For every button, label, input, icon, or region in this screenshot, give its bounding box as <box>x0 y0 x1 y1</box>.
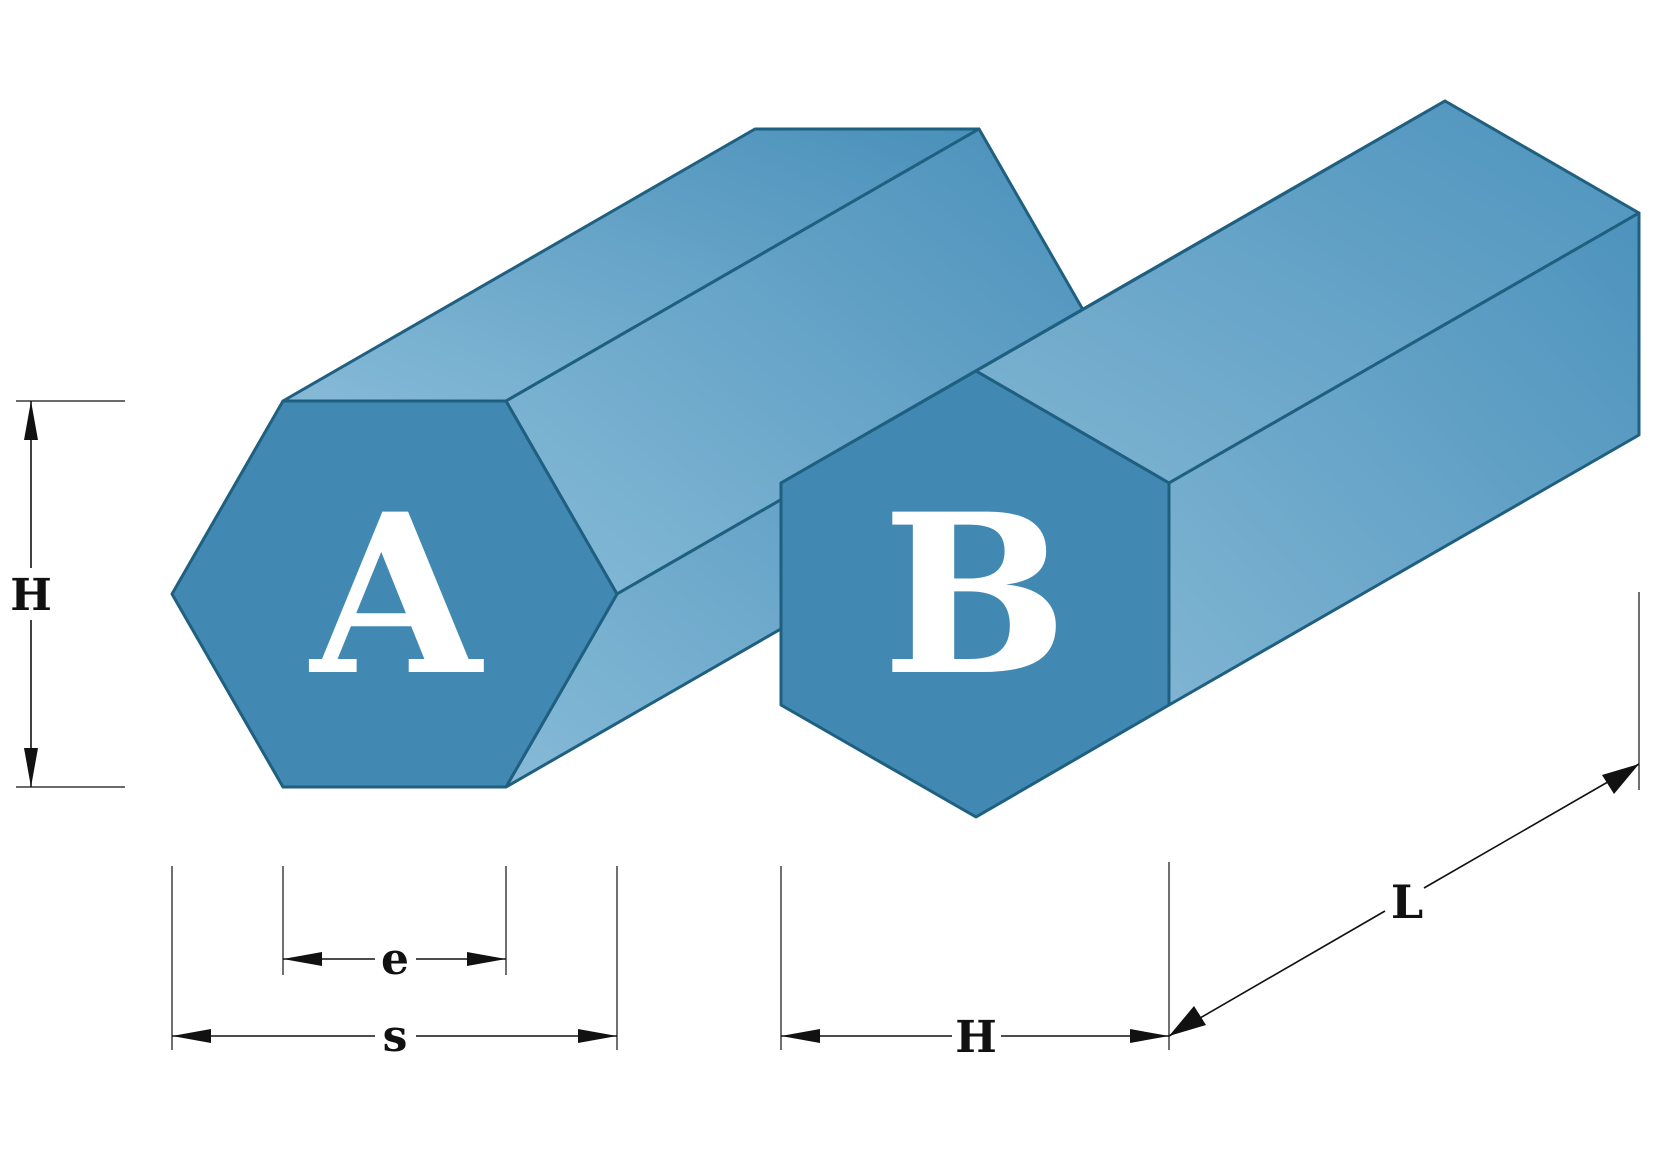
prism-b-front-face <box>779 369 1171 819</box>
dimension-line-l-upper <box>1423 763 1640 889</box>
arrowhead-hb-left <box>781 1029 820 1043</box>
arrowhead-hb-right <box>1130 1029 1169 1043</box>
dimension-line-l-lower <box>1168 910 1386 1037</box>
arrowhead-s-left <box>172 1029 211 1043</box>
prism-a-label: A <box>309 465 485 724</box>
dimension-label-h-left: H <box>10 570 52 621</box>
prism-b-label: B <box>882 465 1068 724</box>
arrowhead-s-right <box>578 1029 617 1043</box>
prism-a-front-face <box>170 399 619 789</box>
dimension-label-l: L <box>1391 875 1423 929</box>
arrowhead-l-lower <box>1169 1006 1206 1036</box>
dimension-label-s: s <box>383 1011 408 1062</box>
dimension-label-h-bottom: H <box>955 1012 997 1063</box>
hex-prism-b: B <box>779 99 1641 819</box>
arrowhead-l-upper <box>1602 764 1639 794</box>
arrowhead-e-left <box>283 952 322 966</box>
dimension-length: L <box>1168 592 1640 1037</box>
arrowhead-down <box>24 748 38 787</box>
arrowhead-e-right <box>467 952 506 966</box>
dimension-height-bottom: H <box>780 862 1170 1063</box>
dimension-width-s: s <box>171 866 618 1062</box>
dimension-width-e: e <box>282 866 507 985</box>
dimension-label-e: e <box>381 934 409 985</box>
arrowhead-up <box>24 401 38 440</box>
dimension-height-left: H <box>10 400 125 788</box>
